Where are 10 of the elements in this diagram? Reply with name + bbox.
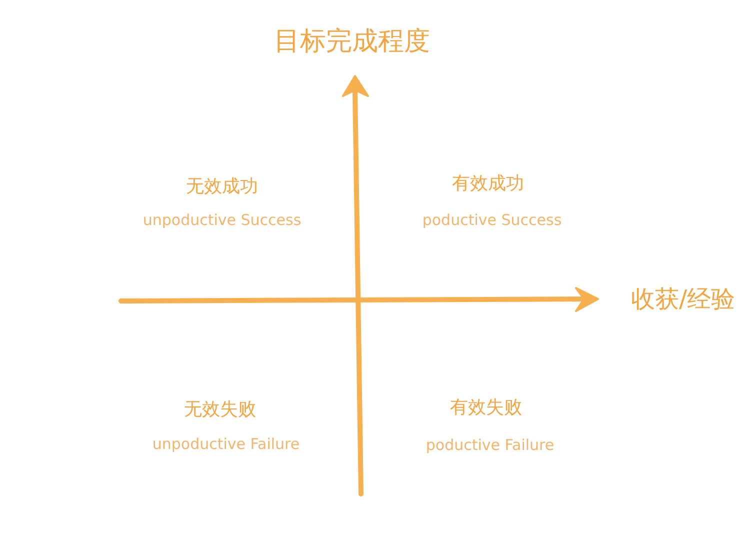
- quadrant-title: 有效成功: [452, 174, 524, 194]
- quadrant-title: 无效成功: [186, 177, 258, 197]
- quadrant-subtitle: unpoductive Failure: [152, 436, 300, 452]
- quadrant-title: 无效失败: [184, 400, 256, 420]
- quadrant-subtitle: poductive Success: [422, 212, 562, 228]
- axis-title: 目标完成程度: [274, 28, 430, 56]
- quadrant-subtitle: poductive Failure: [426, 436, 554, 454]
- axis-title: 收获/经验: [630, 286, 736, 312]
- quadrant-title: 有效失败: [450, 398, 522, 418]
- quadrant-subtitle: unpoductive Success: [142, 212, 302, 228]
